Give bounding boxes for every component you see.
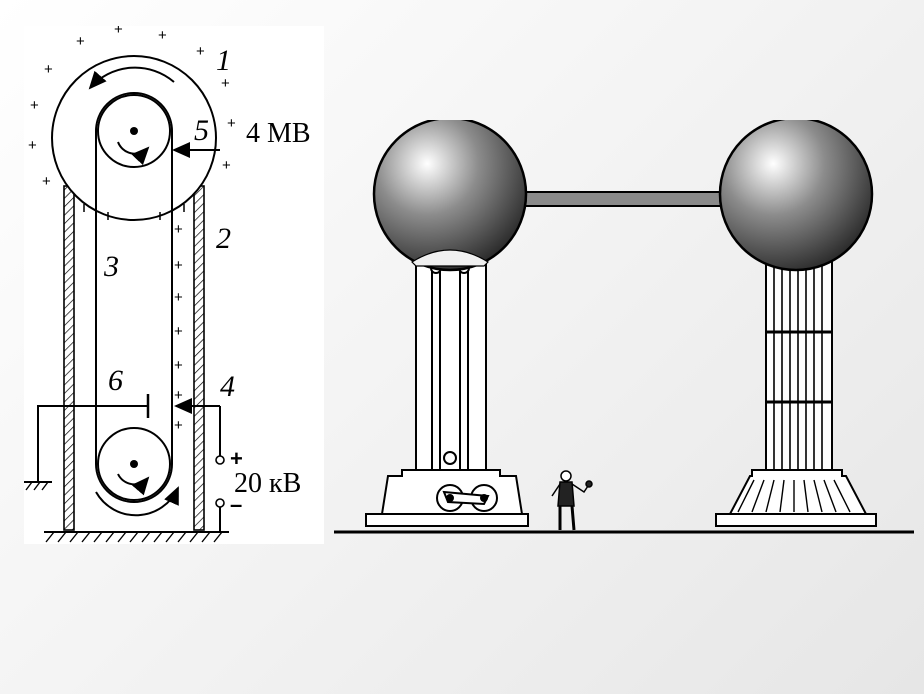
dome-charges: + + + + + + + + + + + — [28, 21, 236, 190]
svg-text:+: + — [174, 417, 183, 434]
svg-text:+: + — [227, 115, 236, 132]
belt-ticks — [83, 204, 185, 220]
machine-panel — [334, 116, 914, 538]
right-column — [765, 259, 833, 473]
schematic-drawing: + + + + + + + + + + + + + + + + + + — [24, 21, 311, 543]
left-sphere — [372, 116, 528, 272]
ground-symbol-hatch — [25, 481, 49, 491]
left-motor — [436, 484, 498, 512]
left-sphere-opening — [411, 249, 489, 267]
left-plinth — [365, 513, 529, 527]
belt-charges: + + + + + + + — [174, 221, 183, 434]
svg-text:+: + — [174, 257, 183, 274]
label-belt: 3 — [103, 250, 119, 283]
svg-text:+: + — [196, 43, 205, 60]
svg-text:+: + — [158, 27, 167, 44]
svg-text:+: + — [30, 97, 39, 114]
plus-terminal-sign: + — [230, 446, 243, 471]
column-wall-left — [63, 185, 75, 531]
svg-text:+: + — [174, 387, 183, 404]
ground-base-hatch — [45, 531, 223, 543]
upper-pulley-arrow — [117, 141, 150, 166]
minus-terminal-sign: – — [230, 492, 242, 517]
label-dome: 1 — [216, 44, 231, 77]
svg-text:+: + — [76, 33, 85, 50]
right-base — [728, 469, 868, 515]
dome-voltage: 4 МВ — [246, 118, 311, 149]
svg-text:+: + — [44, 61, 53, 78]
connecting-rod — [519, 191, 727, 207]
label-upper-comb: 5 — [194, 114, 209, 147]
source-voltage: 20 кВ — [234, 468, 301, 499]
svg-text:+: + — [221, 75, 230, 92]
left-column — [415, 259, 487, 473]
terminal-plus — [215, 455, 225, 465]
belt — [95, 92, 173, 503]
ground-electrode-wire — [37, 405, 148, 482]
right-column-ribs — [766, 262, 832, 470]
svg-text:+: + — [222, 157, 231, 174]
terminal-minus — [215, 498, 225, 508]
svg-text:+: + — [174, 357, 183, 374]
svg-text:+: + — [28, 137, 37, 154]
lower-pulley-axle — [130, 460, 138, 468]
svg-text:+: + — [174, 289, 183, 306]
machine-illustration — [334, 116, 914, 534]
dome-rotation-arrow — [88, 66, 175, 90]
label-ground-electrode: 6 — [108, 364, 123, 397]
right-plinth — [715, 513, 877, 527]
svg-text:+: + — [174, 323, 183, 340]
operator-figure — [551, 470, 593, 531]
lower-pulley-arrow — [117, 473, 150, 496]
upper-pulley-axle — [130, 127, 138, 135]
svg-text:+: + — [114, 26, 123, 38]
right-sphere — [718, 116, 874, 272]
schematic-panel: + + + + + + + + + + + + + + + + + + — [24, 21, 324, 544]
lower-belt-arrow — [95, 486, 179, 517]
label-column: 2 — [216, 222, 231, 255]
svg-text:+: + — [42, 173, 51, 190]
label-lower-comb: 4 — [220, 370, 235, 403]
right-base-ribs — [737, 479, 851, 513]
column-wall-right — [193, 185, 205, 531]
svg-text:+: + — [174, 221, 183, 238]
